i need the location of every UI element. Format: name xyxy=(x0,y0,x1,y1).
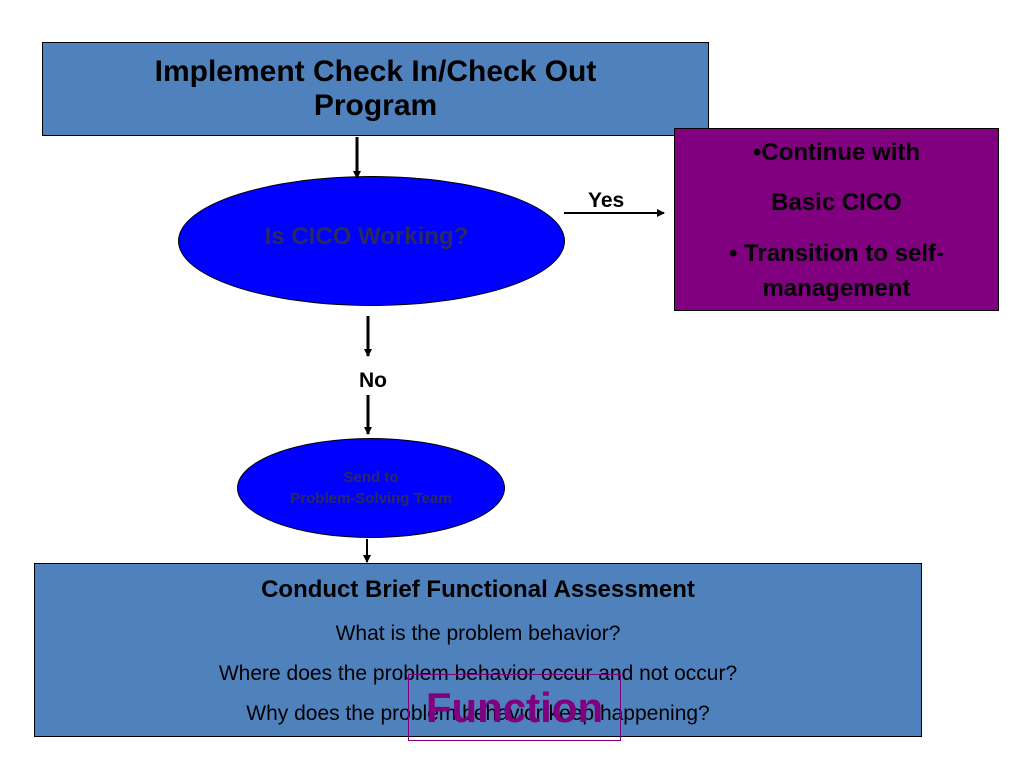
assessment-title: Conduct Brief Functional Assessment xyxy=(261,576,695,603)
outcome-line-1: •Continue with xyxy=(752,139,921,166)
outcome-line-3: • Transition to self- xyxy=(728,240,945,267)
assessment-question-2: Where does the problem behavior occur an… xyxy=(218,662,738,685)
referral-line-1: Send to xyxy=(343,469,399,486)
referral-ellipse: Send to Problem-Solving Team xyxy=(237,438,505,538)
assessment-box: Conduct Brief Functional Assessment What… xyxy=(34,563,922,737)
assessment-question-3: Why does the problem behavior keep happe… xyxy=(246,702,710,725)
function-overlay-box: Function xyxy=(408,674,621,741)
decision-ellipse: Is CICO Working? xyxy=(178,176,565,306)
outcome-box: •Continue with Basic CICO • Transition t… xyxy=(674,128,999,311)
outcome-line-2: Basic CICO xyxy=(771,189,902,216)
referral-line-2: Problem-Solving Team xyxy=(290,490,452,507)
yes-label: Yes xyxy=(588,189,625,212)
no-label: No xyxy=(359,369,387,392)
function-overlay-label: Function xyxy=(425,683,604,731)
decision-text: Is CICO Working? xyxy=(264,223,469,250)
outcome-line-4: management xyxy=(762,275,911,302)
assessment-question-1: What is the problem behavior? xyxy=(335,622,621,645)
implement-cico-text: Implement Check In/Check Out Program xyxy=(154,55,597,122)
implement-cico-box: Implement Check In/Check Out Program xyxy=(42,42,709,136)
